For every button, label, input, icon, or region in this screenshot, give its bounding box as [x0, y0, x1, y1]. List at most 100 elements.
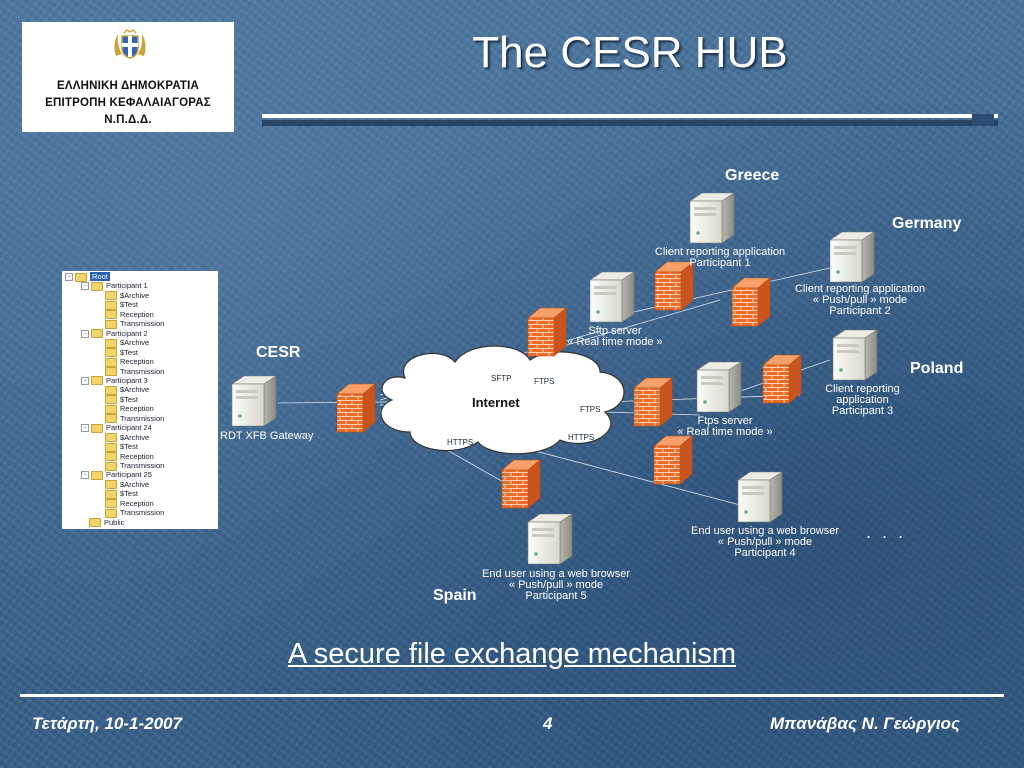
tree-subfolder[interactable]: Transmission	[105, 461, 165, 471]
country-poland: Poland	[910, 360, 964, 377]
tree-participant[interactable]: − Participant 3	[81, 375, 148, 386]
folder-icon	[91, 376, 103, 386]
folder-icon	[91, 423, 103, 433]
tree-subfolder[interactable]: $Test	[105, 442, 138, 452]
folder-icon	[105, 480, 117, 490]
footer-author: Μπανάβας Ν. Γεώργιος	[770, 714, 960, 733]
folder-icon	[105, 291, 117, 301]
folder-icon	[105, 433, 117, 443]
folder-icon	[105, 357, 117, 367]
hcmc-logo: ΕΛΛΗΝΙΚΗ ΔΗΜΟΚΡΑΤΙΑ ΕΠΙΤΡΟΠΗ ΚΕΦΑΛΑΙΑΓΟΡ…	[22, 22, 234, 132]
collapse-toggle-icon[interactable]: −	[81, 329, 89, 338]
tree-node-label: Reception	[120, 357, 154, 367]
participant5-firewall-icon	[501, 459, 541, 509]
tree-subfolder[interactable]: $Archive	[105, 432, 150, 443]
footer-date: Τετάρτη, 10-1-2007	[32, 714, 182, 733]
germany-server-icon	[829, 231, 875, 283]
collapse-toggle-icon[interactable]: −	[81, 376, 89, 385]
folder-icon	[91, 281, 103, 291]
tree-node-label: Transmission	[120, 508, 165, 518]
collapse-toggle-icon[interactable]: −	[65, 273, 73, 282]
tree-node-label: Reception	[120, 498, 154, 508]
tree-subfolder[interactable]: Transmission	[105, 367, 164, 377]
internet-label: Internet	[472, 395, 520, 410]
tree-participant[interactable]: − Participant 1	[81, 281, 148, 291]
tree-node-label: $Archive	[120, 385, 150, 395]
tree-participant[interactable]: − Participant 24	[81, 423, 152, 433]
tree-subfolder[interactable]: Transmission	[105, 414, 164, 424]
slide-caption: A secure file exchange mechanism	[287, 638, 737, 670]
tree-subfolder[interactable]: $Archive	[105, 290, 150, 301]
folder-icon	[105, 310, 117, 320]
tree-node-label: Participant 2	[106, 328, 148, 338]
tree-participant[interactable]: − Participant 2	[81, 328, 148, 339]
tree-node-label: Participant 3	[106, 375, 148, 385]
folder-icon	[105, 395, 117, 405]
tree-subfolder[interactable]: $Test	[105, 489, 138, 499]
title-rule-top	[262, 114, 998, 118]
tree-subfolder[interactable]: Transmission	[105, 319, 164, 329]
ftps-server-icon	[696, 361, 742, 413]
tree-node-label: Public	[104, 517, 125, 527]
country-spain: Spain	[433, 587, 477, 604]
protocol-ftps-2: FTPS	[580, 405, 601, 414]
tree-node-label: $Archive	[120, 432, 150, 442]
tree-public[interactable]: Public	[89, 517, 125, 528]
tree-subfolder[interactable]: Transmission	[105, 508, 165, 518]
folder-icon	[105, 461, 117, 471]
collapse-toggle-icon[interactable]: −	[81, 282, 89, 291]
folder-icon	[105, 385, 117, 395]
protocol-sftp: SFTP	[491, 374, 512, 383]
tree-subfolder[interactable]: $Test	[105, 395, 138, 405]
tree-node-label: Reception	[120, 451, 154, 461]
tree-subfolder[interactable]: Reception	[105, 357, 154, 367]
folder-icon	[89, 518, 101, 528]
folder-icon	[105, 300, 117, 310]
tree-subfolder[interactable]: $Test	[105, 348, 138, 358]
footer-rule	[20, 694, 1004, 697]
footer-page-number: 4	[543, 714, 553, 733]
greece-firewall-icon	[654, 261, 694, 311]
tree-subfolder[interactable]: Reception	[105, 498, 154, 509]
tree-node-label: Participant 1	[106, 281, 148, 291]
collapse-toggle-icon[interactable]: −	[81, 471, 89, 480]
tree-subfolder[interactable]: Reception	[105, 404, 154, 414]
protocol-https-1: HTTPS	[447, 438, 474, 447]
tree-subfolder[interactable]: Reception	[105, 309, 154, 320]
cesr-label: CESR	[256, 344, 301, 361]
greek-emblem-icon	[114, 29, 146, 59]
title-rule-cap	[972, 114, 994, 126]
participant4-node-label: End user using a web browser« Push/pull …	[691, 525, 839, 559]
participant5-server-icon	[527, 513, 573, 565]
folder-icon	[105, 508, 117, 518]
tree-node-label: Transmission	[120, 461, 165, 470]
tree-node-label: $Test	[120, 489, 138, 499]
tree-node-label: Reception	[120, 404, 154, 414]
sftp-node-label: Sftp server« Real time mode »	[567, 325, 663, 348]
germany-node-label: Client reporting application« Push/pull …	[794, 283, 926, 317]
folder-icon	[105, 338, 117, 348]
germany-firewall-icon	[731, 277, 771, 327]
folder-icon	[105, 452, 117, 462]
tree-root[interactable]: − Root	[65, 272, 110, 282]
tree-subfolder[interactable]: $Archive	[105, 338, 149, 348]
tree-subfolder[interactable]: $Archive	[105, 480, 149, 490]
tree-subfolder[interactable]: Reception	[105, 451, 154, 462]
tree-subfolder[interactable]: $Archive	[105, 385, 150, 395]
tree-node-label: Participant 24	[106, 423, 152, 433]
country-germany: Germany	[892, 215, 962, 232]
cesr-firewall-icon	[336, 383, 376, 433]
tree-participant[interactable]: −Participant 25	[81, 470, 152, 480]
tree-subfolder[interactable]: $Test	[105, 300, 138, 310]
tree-node-label: Reception	[120, 309, 154, 319]
tree-node-label: $Archive	[120, 290, 150, 300]
folder-icon	[91, 329, 103, 339]
folder-icon	[105, 499, 117, 509]
country-greece: Greece	[725, 167, 780, 184]
collapse-toggle-icon[interactable]: −	[81, 424, 89, 433]
tree-node-label: Root	[90, 272, 110, 281]
